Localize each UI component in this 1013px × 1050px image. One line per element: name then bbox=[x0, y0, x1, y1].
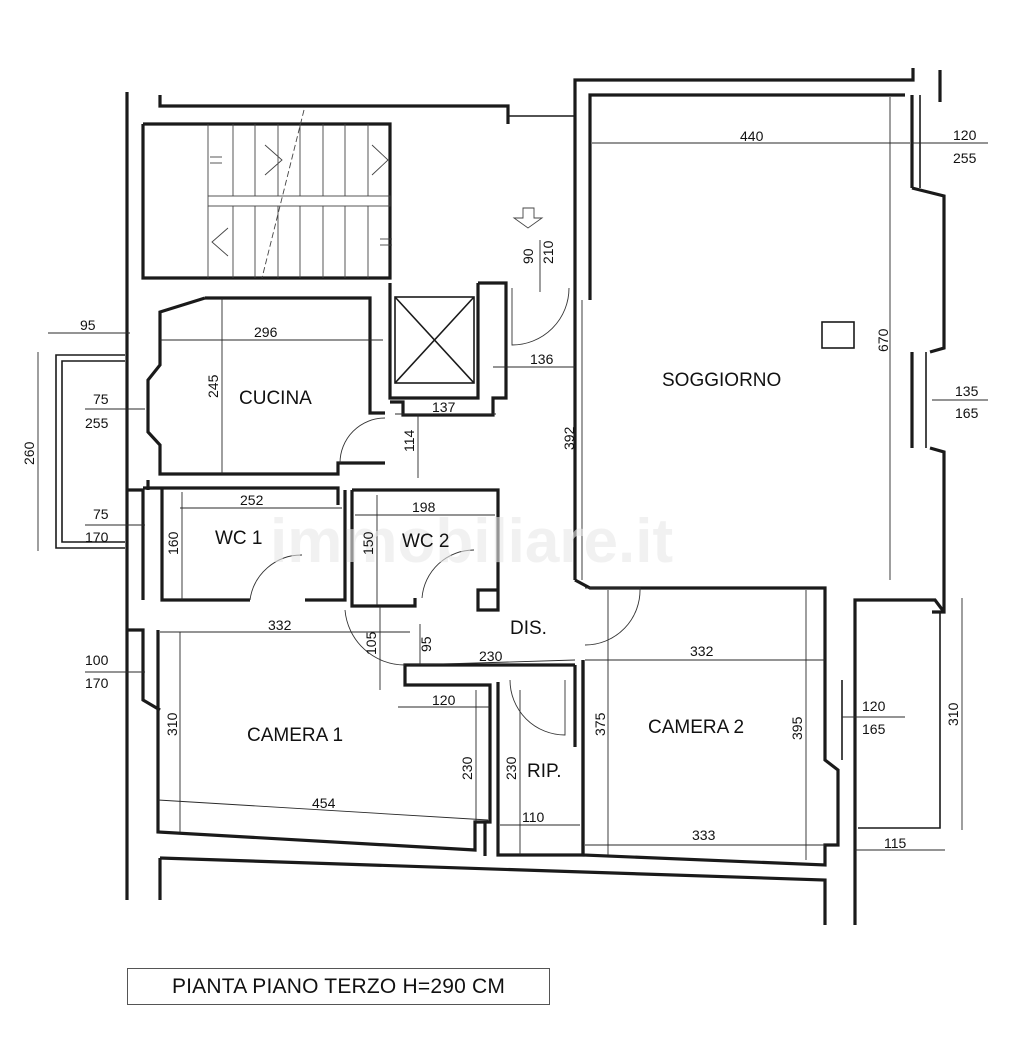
dim-hall-392: 392 bbox=[561, 426, 577, 450]
dim-balcony-260: 260 bbox=[21, 441, 37, 465]
dim-rip-height: 230 bbox=[503, 756, 519, 780]
dim-wc1-window-a: 75 bbox=[93, 506, 109, 522]
dim-camera1-230: 230 bbox=[459, 756, 475, 780]
dim-dis-95: 95 bbox=[418, 636, 434, 652]
dim-soggiorno-window-top-b: 255 bbox=[953, 150, 977, 166]
room-label-cucina: CUCINA bbox=[239, 388, 312, 409]
dim-cucina-width: 296 bbox=[254, 324, 278, 340]
room-label-rip: RIP. bbox=[527, 761, 562, 782]
dimension-labels: 440 670 120 255 135 165 90 210 136 392 1… bbox=[21, 127, 979, 851]
dim-camera1-120: 120 bbox=[432, 692, 456, 708]
dim-entrance-door-a: 90 bbox=[520, 248, 536, 264]
dim-camera1-height: 310 bbox=[164, 712, 180, 736]
dim-camera2-width-bottom: 333 bbox=[692, 827, 716, 843]
room-labels: SOGGIORNO CUCINA WC 1 WC 2 DIS. CAMERA 1… bbox=[215, 370, 781, 782]
dim-balcony-right-310: 310 bbox=[945, 702, 961, 726]
fixture-square bbox=[821, 321, 855, 349]
dim-camera2-width-top: 332 bbox=[690, 643, 714, 659]
dim-wc1-height: 160 bbox=[165, 531, 181, 555]
room-label-wc2: WC 2 bbox=[402, 531, 450, 552]
dim-dis-230: 230 bbox=[479, 648, 503, 664]
dim-camera1-window-b: 170 bbox=[85, 675, 109, 691]
room-label-camera2: CAMERA 2 bbox=[648, 717, 744, 738]
dim-camera2-height-right: 395 bbox=[789, 716, 805, 740]
dim-soggiorno-window-mid-a: 135 bbox=[955, 383, 979, 399]
dim-hall-114: 114 bbox=[401, 429, 417, 452]
room-label-soggiorno: SOGGIORNO bbox=[662, 370, 781, 391]
dim-wc2-width: 198 bbox=[412, 499, 436, 515]
dim-camera2-height-left: 375 bbox=[592, 712, 608, 736]
dim-wc1-width: 252 bbox=[240, 492, 264, 508]
dim-wc1-window-b: 170 bbox=[85, 529, 109, 545]
dim-balcony-95: 95 bbox=[80, 317, 96, 333]
room-label-camera1: CAMERA 1 bbox=[247, 725, 343, 746]
walls bbox=[55, 68, 946, 925]
room-label-wc1: WC 1 bbox=[215, 528, 263, 549]
dim-cucina-window-b: 255 bbox=[85, 415, 109, 431]
dim-camera1-window-a: 100 bbox=[85, 652, 109, 668]
dim-wc2-height: 150 bbox=[360, 531, 376, 555]
dim-camera2-window-a: 120 bbox=[862, 698, 886, 714]
dim-entrance-door-b: 210 bbox=[540, 240, 556, 264]
dim-soggiorno-width: 440 bbox=[740, 128, 764, 144]
watermark: immobiliare.it bbox=[270, 507, 673, 576]
room-label-dis: DIS. bbox=[510, 618, 547, 639]
dim-soggiorno-window-mid-b: 165 bbox=[955, 405, 979, 421]
dim-hall-137: 137 bbox=[432, 399, 456, 415]
dim-soggiorno-window-top-a: 120 bbox=[953, 127, 977, 143]
dim-hall-136: 136 bbox=[530, 351, 554, 367]
doors bbox=[249, 287, 641, 736]
dim-balcony-right-115: 115 bbox=[884, 835, 907, 851]
dimension-lines bbox=[37, 97, 988, 860]
dim-cucina-window-a: 75 bbox=[93, 391, 109, 407]
staircase bbox=[207, 109, 544, 279]
dim-camera1-width-bottom: 454 bbox=[312, 795, 336, 811]
dim-rip-width: 110 bbox=[522, 809, 545, 825]
plan-title: PIANTA PIANO TERZO H=290 CM bbox=[127, 968, 550, 1005]
dim-dis-105: 105 bbox=[363, 631, 379, 655]
dim-soggiorno-height: 670 bbox=[875, 328, 891, 352]
dim-cucina-height: 245 bbox=[205, 374, 221, 398]
dim-camera2-window-b: 165 bbox=[862, 721, 886, 737]
dim-camera1-width-top: 332 bbox=[268, 617, 292, 633]
